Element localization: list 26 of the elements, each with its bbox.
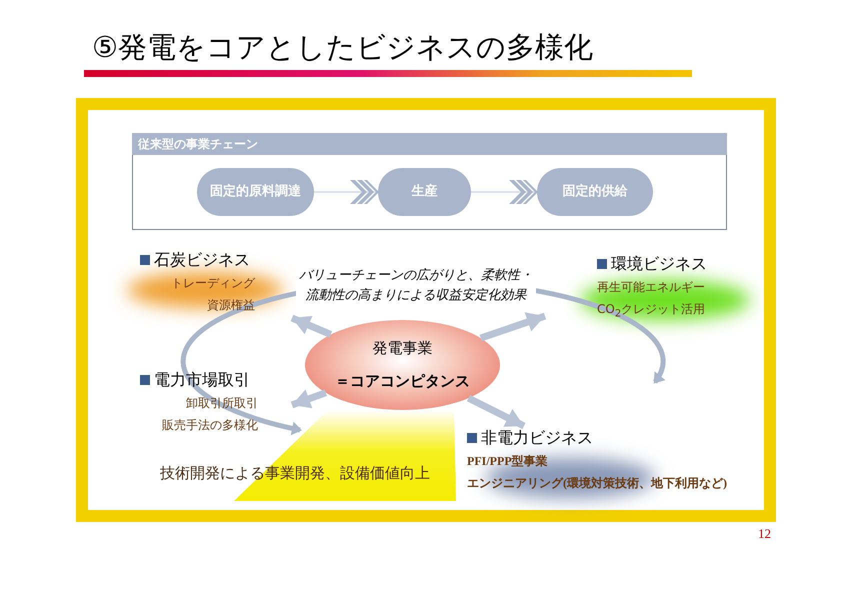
block-arrow [290,389,327,408]
group-item: PFI/PPP型事業 [467,454,548,468]
group-item: トレーディング [171,276,255,290]
group-heading: 石炭ビジネス [154,250,250,270]
page-title: ⑤発電をコアとしたビジネスの多様化 [92,29,593,66]
group-heading: 環境ビジネス [611,254,707,274]
group-item: CO$_{2}$クレジット活用 [597,302,706,316]
group-item: 再生可能エネルギー [597,280,705,294]
process-pill: 固定的原料調達 [197,168,314,216]
group-heading: 電力市場取引 [154,370,250,390]
ellipse-title: 発電事業 [372,339,432,358]
group-item: 販売手法の多様化 [162,418,258,432]
group-item: 卸取引所取引 [186,396,258,410]
group-heading: 非電力ビジネス [481,428,593,448]
beam-caption: 技術開発による事業開発、設備価値向上 [160,464,430,483]
ellipse-subtitle: ＝コアコンピタンス [335,372,470,391]
page-number: 12 [758,526,771,542]
block-arrow [290,314,332,338]
group-item: エンジニアリング(環境対策技術、地下利用など) [467,476,727,490]
group-item: 資源権益 [207,298,255,312]
process-pill: 生産 [378,168,471,216]
process-pill: 固定的供給 [537,168,653,216]
block-arrow [466,395,526,430]
panel-header: 従来型の事業チェーン [132,133,727,155]
block-arrow [480,312,546,342]
chain-panel [132,133,727,230]
